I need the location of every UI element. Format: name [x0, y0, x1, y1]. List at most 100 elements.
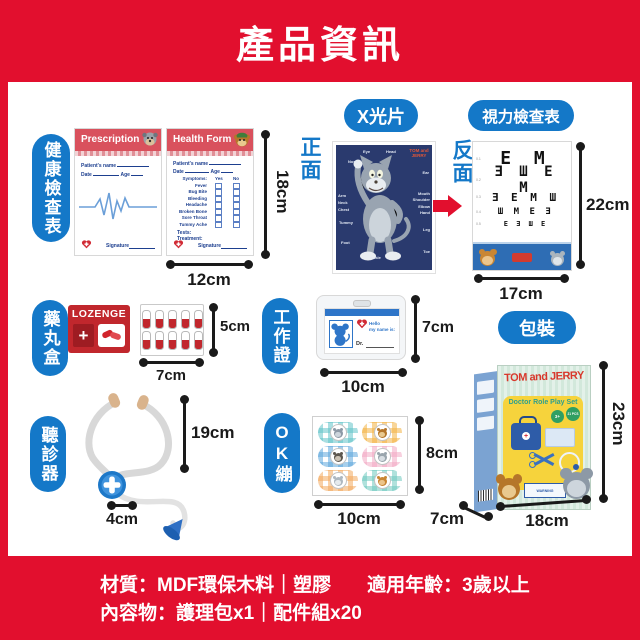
label-stethoscope: 聽診器: [30, 416, 66, 492]
lozenge-title: LOZENGE: [71, 308, 127, 320]
xray-label-neck: Neck: [338, 200, 348, 205]
accessories-art: [545, 428, 575, 447]
measure-dot: [261, 250, 270, 259]
doctor-bag: +: [511, 423, 541, 450]
bandaid-sheet: [312, 416, 408, 496]
measure-dot: [576, 142, 585, 151]
measure-line: [579, 147, 582, 265]
white-cross-icon: +: [73, 324, 94, 347]
footer-contents: 內容物：護理包x1｜配件組x20: [100, 603, 362, 624]
health-form-checker-strip: [167, 151, 253, 156]
checkbox: [215, 195, 222, 202]
checkbox: [233, 202, 240, 209]
jerry-icon: [495, 474, 523, 500]
arrow-right-icon: [433, 200, 448, 212]
vision-row: 0.2 Ǝ Ш E M: [476, 163, 557, 196]
xray-label-foot: Foot: [341, 240, 350, 245]
tom-jerry-logo-small: [512, 253, 532, 262]
measure-dot: [107, 501, 116, 510]
measure-dot: [180, 464, 189, 473]
tom-icon: [560, 467, 593, 499]
yes-label: Yes: [215, 176, 223, 181]
page-title: 產品資訊: [235, 24, 404, 67]
warning-box: WARNING: [524, 483, 566, 498]
measure-dot: [396, 500, 405, 509]
pill-tray: [140, 304, 204, 356]
measure-7cm: 7cm: [155, 367, 187, 384]
measure-line: [418, 421, 421, 489]
label-pill-box: 藥丸盒: [32, 300, 68, 376]
footer-line-2: 內容物：護理包x1｜配件組x20: [100, 598, 362, 625]
xray-label-hand: Hand: [420, 210, 430, 215]
symptom-row: Bleeding: [171, 195, 249, 202]
tests-label: Tests:: [177, 230, 192, 236]
measure-line: [170, 263, 248, 266]
capsule: [141, 331, 151, 350]
vision-row: 0.4 Ш M E Ǝ: [476, 206, 554, 217]
prescription-title: Prescription: [81, 134, 140, 145]
measure-7cm-badge: 7cm: [422, 319, 455, 336]
measure-line: [414, 300, 417, 358]
measure-dot: [209, 348, 218, 357]
label-health-check-form: 健康檢查表: [32, 134, 70, 242]
xray-label-eye: Eye: [363, 149, 371, 154]
xray-label-nose: Nose: [348, 159, 358, 164]
heart-cross-icon: [173, 240, 184, 249]
prescription-signature-label: Signature: [105, 243, 130, 249]
label-front-side: 正面: [298, 136, 321, 182]
measure-line: [324, 371, 402, 374]
measure-dot: [314, 500, 323, 509]
box-logo: TOM and JERRY: [503, 369, 585, 385]
xray-label-mouth: Mouth: [418, 191, 430, 196]
prescription-checker-strip: [75, 151, 161, 156]
box-subtitle: Doctor Role Play Set: [508, 399, 578, 406]
measure-dot: [166, 260, 175, 269]
write-line: [209, 160, 242, 165]
measure-line: [183, 400, 186, 468]
capsule: [167, 310, 177, 329]
measure-7cm-box: 7cm: [430, 509, 465, 528]
bandaid: [318, 470, 358, 491]
bandaid: [362, 422, 402, 443]
write-line: [129, 244, 155, 249]
lozenge-box: LOZENGE +: [68, 305, 130, 353]
health-form-card: Health Form Patient's name Date Age Symp…: [166, 128, 254, 256]
measure-dot: [459, 501, 468, 510]
write-line: [221, 168, 234, 173]
symptoms-table: Symptoms: Yes No Fever Bug Bite Bleeding…: [171, 176, 249, 228]
measure-dot: [496, 502, 505, 511]
xray-card: TOM and JERRY Eye Head Nose Ear Arm Neck…: [332, 141, 436, 274]
age-badge: 3+: [551, 410, 564, 423]
measure-10cm-badge: 10cm: [341, 377, 385, 396]
bandaid: [362, 446, 402, 467]
vision-row: 0.5 E Ǝ Ш E: [476, 219, 548, 228]
health-form-header: Health Form: [167, 129, 253, 151]
label-work-badge: 工作證: [262, 298, 298, 374]
footer-material: 材質：MDF環保木料｜塑膠: [100, 575, 332, 596]
capsule: [180, 310, 190, 329]
vision-chart-footer-band: [473, 242, 571, 270]
symptoms-label: Symptoms:: [182, 176, 207, 181]
footer-bar: 材質：MDF環保木料｜塑膠 適用年齡：3歲以上 內容物：護理包x1｜配件組x20: [0, 556, 640, 640]
badge-packaging: 包裝: [498, 311, 576, 344]
id-badge-holder: Hello my name is: Dr.: [316, 295, 406, 360]
checkbox: [233, 215, 240, 222]
age-label: Age: [210, 169, 220, 175]
measure-dot: [320, 368, 329, 377]
capsule: [141, 310, 151, 329]
measure-dot: [599, 494, 608, 503]
checkbox: [233, 189, 240, 196]
jerry-silhouette: [331, 323, 350, 346]
measure-line: [112, 504, 132, 507]
checkbox: [233, 221, 240, 228]
measure-dot: [415, 485, 424, 494]
lozenge-pill-art: [98, 324, 125, 347]
xray-label-toe: Toe: [423, 249, 430, 254]
measure-dot: [411, 295, 420, 304]
heart-cross-icon: [357, 319, 367, 329]
vision-row: 0.3 Ǝ E M Ш: [476, 190, 560, 204]
measure-dot: [411, 354, 420, 363]
xray-label-tummy: Tummy: [339, 220, 353, 225]
checkbox: [215, 202, 222, 209]
